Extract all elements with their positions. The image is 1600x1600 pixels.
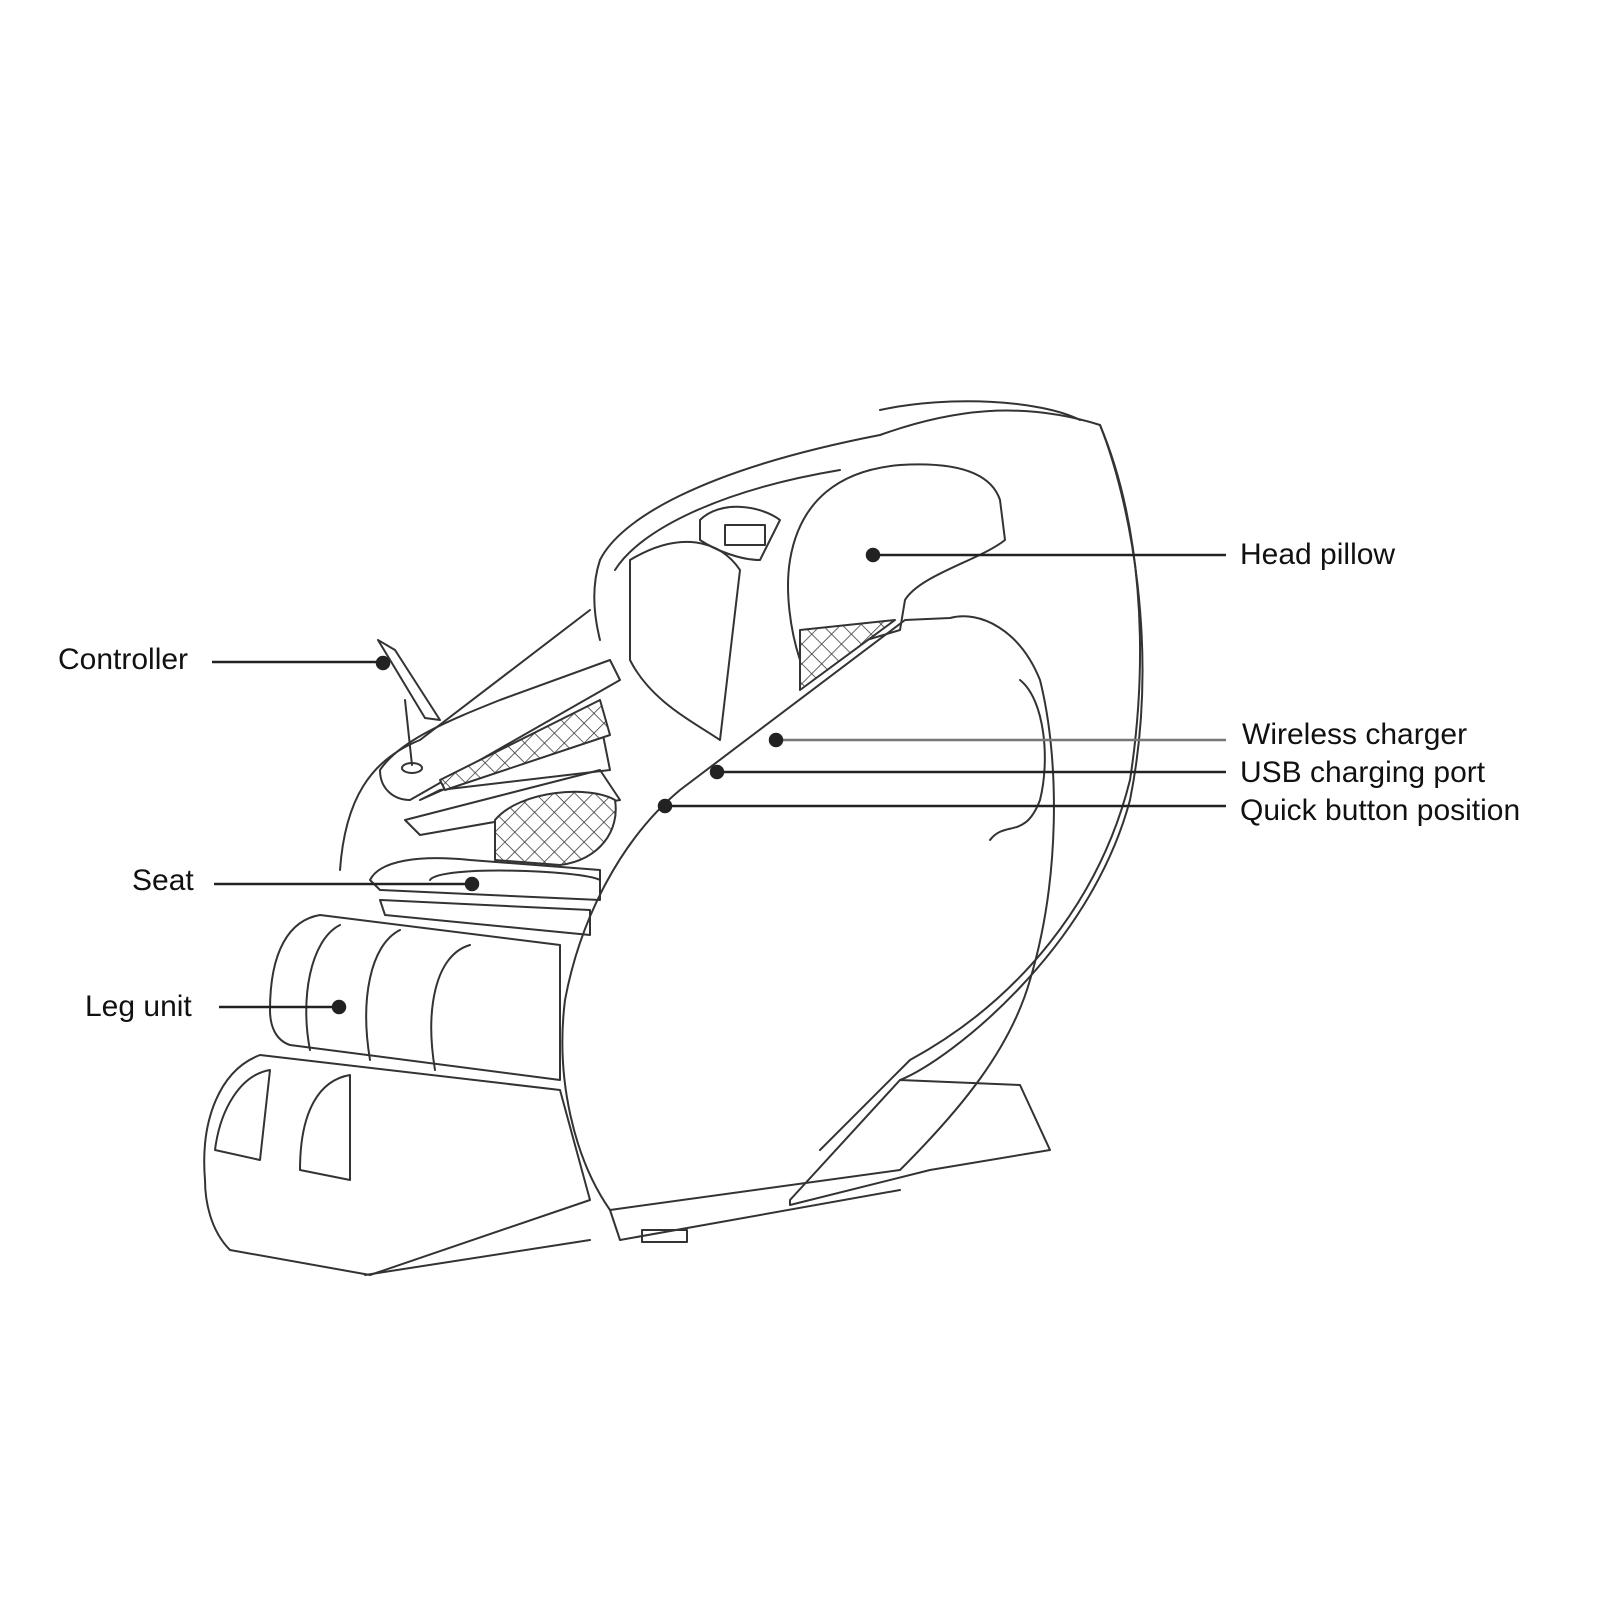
wireless-charger-dot xyxy=(768,732,784,748)
usb-charging-port-dot xyxy=(709,764,725,780)
label-usb-charging-port: USB charging port xyxy=(1240,756,1486,789)
chair-illustration xyxy=(203,400,1144,1276)
label-head-pillow: Head pillow xyxy=(1240,538,1396,571)
leader-lines xyxy=(212,547,1226,1015)
label-seat: Seat xyxy=(132,864,194,897)
quick-button-dot xyxy=(657,798,673,814)
leg-unit-dot xyxy=(331,999,347,1015)
seat-dot xyxy=(464,876,480,892)
controller-dot xyxy=(375,655,391,671)
label-leg-unit: Leg unit xyxy=(85,990,192,1023)
head-pillow-dot xyxy=(865,547,881,563)
label-wireless-charger: Wireless charger xyxy=(1242,718,1468,751)
label-quick-button-position: Quick button position xyxy=(1240,794,1521,827)
label-controller: Controller xyxy=(58,643,189,676)
